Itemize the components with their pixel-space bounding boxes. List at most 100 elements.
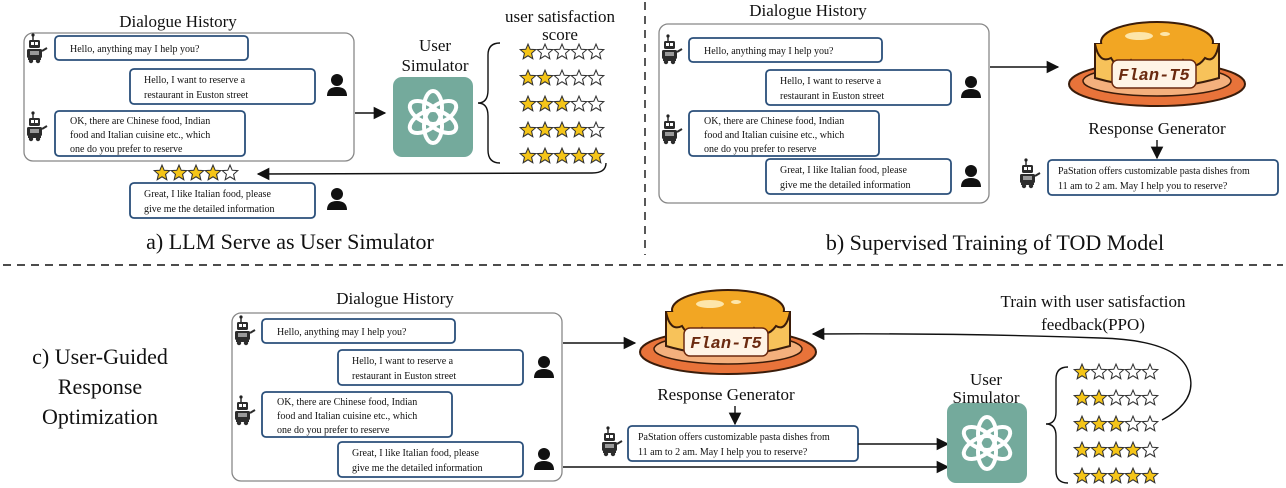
star-filled-icon bbox=[519, 43, 537, 60]
person-icon bbox=[534, 356, 554, 378]
openai-logo-icon bbox=[945, 401, 1029, 485]
system-msg-c1: Hello, anything may I help you? bbox=[277, 327, 407, 338]
star-filled-icon bbox=[519, 147, 537, 164]
user-bubble-b1 bbox=[765, 69, 952, 106]
person-icon bbox=[534, 448, 554, 470]
system-bubble-a1 bbox=[54, 35, 249, 61]
system-msg-b2-line2: food and Italian cuisine etc., which bbox=[704, 130, 844, 141]
system-msg-c2-line2: food and Italian cuisine etc., which bbox=[277, 411, 417, 422]
caption-c-line1: c) User-Guided bbox=[32, 344, 168, 369]
openai-logo-icon bbox=[391, 75, 475, 159]
user-msg-b2-line1: Great, I like Italian food, please bbox=[780, 165, 907, 176]
panel-a: Dialogue History Hello, anything may I h… bbox=[23, 7, 615, 254]
star-filled-icon bbox=[1107, 415, 1125, 432]
star-filled-icon bbox=[153, 164, 171, 181]
system-response-c-line2: 11 am to 2 am. May I help you to reserve… bbox=[638, 447, 808, 458]
star-empty-icon bbox=[587, 43, 605, 60]
score-title-a-1: user satisfaction bbox=[505, 7, 615, 26]
system-bubble-c1 bbox=[261, 318, 456, 344]
star-filled-icon bbox=[536, 147, 554, 164]
user-bubble-c2 bbox=[337, 441, 524, 478]
system-msg-a2-line1: OK, there are Chinese food, Indian bbox=[70, 116, 210, 127]
system-msg-b2-line3: one do you prefer to reserve bbox=[704, 144, 817, 155]
user-msg-a2-line2: give me the detailed information bbox=[144, 204, 275, 215]
caption-a: a) LLM Serve as User Simulator bbox=[146, 229, 434, 254]
star-empty-icon bbox=[553, 69, 571, 86]
star-empty-icon bbox=[570, 95, 588, 112]
dialogue-history-title-c: Dialogue History bbox=[336, 289, 454, 308]
system-bubble-b2 bbox=[688, 110, 880, 157]
rating-stars-c bbox=[1073, 363, 1159, 484]
star-filled-icon bbox=[1090, 441, 1108, 458]
robot-icon bbox=[601, 425, 623, 458]
star-filled-icon bbox=[553, 121, 571, 138]
system-msg-a2-line2: food and Italian cuisine etc., which bbox=[70, 130, 210, 141]
flan-t5-label-c: Flan-T5 bbox=[690, 335, 761, 354]
user-msg-a1-line1: Hello, I want to reserve a bbox=[144, 75, 246, 86]
star-filled-icon bbox=[553, 147, 571, 164]
user-bubble-c1 bbox=[337, 349, 524, 386]
star-filled-icon bbox=[1124, 467, 1142, 484]
star-filled-icon bbox=[536, 95, 554, 112]
flan-t5-label-b: Flan-T5 bbox=[1118, 67, 1189, 86]
star-empty-icon bbox=[536, 43, 554, 60]
arrow-feedback-to-generator-c bbox=[811, 327, 1192, 421]
star-filled-icon bbox=[519, 69, 537, 86]
star-empty-icon bbox=[1124, 415, 1142, 432]
star-filled-icon bbox=[1124, 441, 1142, 458]
system-response-b-line2: 11 am to 2 am. May I help you to reserve… bbox=[1058, 181, 1228, 192]
dialogue-history-title-a: Dialogue History bbox=[119, 12, 237, 31]
person-icon bbox=[327, 74, 347, 96]
star-filled-icon bbox=[570, 121, 588, 138]
response-generator-label-c: Response Generator bbox=[657, 385, 795, 404]
user-msg-b1-line2: restaurant in Euston street bbox=[780, 91, 884, 102]
caption-b: b) Supervised Training of TOD Model bbox=[826, 230, 1164, 255]
flan-label-plate-c bbox=[683, 327, 769, 357]
system-msg-b2-line1: OK, there are Chinese food, Indian bbox=[704, 116, 844, 127]
dialogue-box-c bbox=[231, 312, 563, 482]
user-msg-c1-line1: Hello, I want to reserve a bbox=[352, 356, 454, 367]
system-response-bubble-b bbox=[1047, 159, 1279, 196]
dialogue-history-title-b: Dialogue History bbox=[749, 1, 867, 20]
star-empty-icon bbox=[1124, 389, 1142, 406]
system-bubble-c2 bbox=[261, 391, 453, 438]
user-simulator-label-c-2: Simulator bbox=[952, 388, 1019, 407]
star-empty-icon bbox=[1141, 441, 1159, 458]
star-empty-icon bbox=[1141, 415, 1159, 432]
star-filled-icon bbox=[570, 147, 588, 164]
score-brace-a bbox=[477, 42, 501, 164]
train-label-1: Train with user satisfaction bbox=[1001, 292, 1186, 311]
star-empty-icon bbox=[587, 69, 605, 86]
star-empty-icon bbox=[1107, 363, 1125, 380]
response-generator-label-b: Response Generator bbox=[1088, 119, 1226, 138]
user-msg-c2-line1: Great, I like Italian food, please bbox=[352, 448, 479, 459]
user-bubble-a1 bbox=[129, 68, 316, 105]
robot-icon bbox=[661, 113, 683, 146]
star-filled-icon bbox=[1073, 389, 1091, 406]
system-response-b-line1: PaStation offers customizable pasta dish… bbox=[1058, 166, 1250, 177]
star-filled-icon bbox=[536, 69, 554, 86]
star-empty-icon bbox=[587, 121, 605, 138]
dialogue-box-a bbox=[23, 32, 355, 162]
system-msg-c2-line1: OK, there are Chinese food, Indian bbox=[277, 397, 417, 408]
star-empty-icon bbox=[1090, 363, 1108, 380]
arrow-score-to-response-a bbox=[256, 162, 607, 181]
person-icon bbox=[961, 76, 981, 98]
star-empty-icon bbox=[570, 69, 588, 86]
star-filled-icon bbox=[204, 164, 222, 181]
star-filled-icon bbox=[1073, 467, 1091, 484]
score-brace-c bbox=[1045, 366, 1069, 484]
caption-c-line3: Optimization bbox=[42, 404, 158, 429]
train-label-2: feedback(PPO) bbox=[1041, 315, 1145, 334]
robot-icon bbox=[1019, 157, 1041, 190]
dialogue-box-b bbox=[658, 23, 990, 204]
system-msg-c2-line3: one do you prefer to reserve bbox=[277, 425, 390, 436]
person-icon bbox=[961, 165, 981, 187]
user-simulator-label-a-1: User bbox=[419, 36, 451, 55]
flan-label-plate-b bbox=[1111, 59, 1197, 89]
star-filled-icon bbox=[536, 121, 554, 138]
star-empty-icon bbox=[1107, 389, 1125, 406]
star-empty-icon bbox=[570, 43, 588, 60]
star-filled-icon bbox=[1107, 441, 1125, 458]
